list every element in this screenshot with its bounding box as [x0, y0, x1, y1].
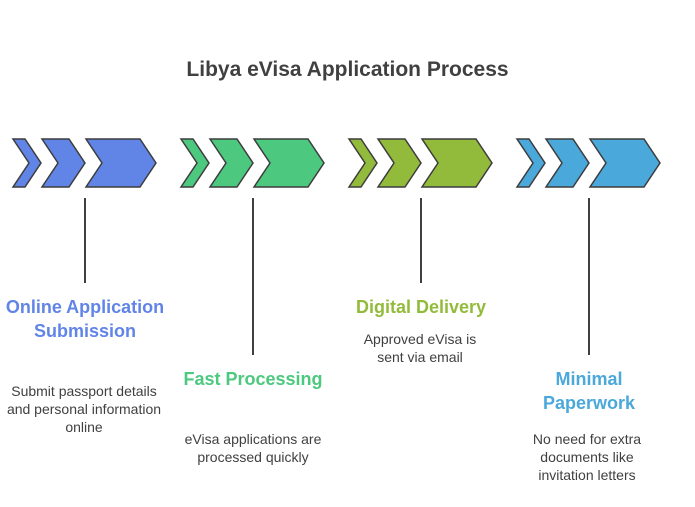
diagram-title: Libya eVisa Application Process [186, 58, 509, 81]
stage-2-chevron-2 [208, 138, 254, 188]
stage-4-description: No need for extra documents like invitat… [532, 431, 642, 483]
stage-2-chevron-1 [179, 138, 210, 188]
stage-3-title: Digital Delivery [355, 297, 487, 317]
stage-3-chevron-1 [347, 138, 378, 188]
stage-2-description: eVisa applications are processed quickly [184, 431, 322, 465]
stage-1-description: Submit passport details and personal inf… [6, 383, 162, 435]
connector-line-3 [420, 198, 422, 283]
stage-1-chevron-1 [11, 138, 42, 188]
stage-4-chevron-1 [515, 138, 546, 188]
stage-4-title: Minimal Paperwork [542, 369, 636, 413]
connector-line-4 [588, 198, 590, 355]
connector-line-2 [252, 198, 254, 355]
stage-1-chevron-3 [84, 138, 157, 188]
stage-2-title: Fast Processing [183, 369, 323, 389]
stage-4-chevron-3 [588, 138, 661, 188]
stage-1-chevron-2 [40, 138, 86, 188]
stage-1-title: Online Application Submission [5, 297, 165, 341]
stage-4-chevron-2 [544, 138, 590, 188]
stage-3-chevron-2 [376, 138, 422, 188]
stage-3-chevron-3 [420, 138, 493, 188]
connector-line-1 [84, 198, 86, 283]
stage-2-chevron-3 [252, 138, 325, 188]
stage-3-description: Approved eVisa is sent via email [363, 331, 477, 365]
